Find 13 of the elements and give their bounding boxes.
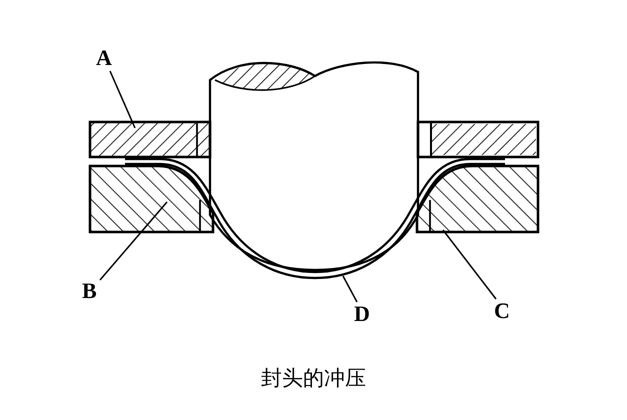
leader-line [109,70,136,128]
die [416,164,540,234]
leader-line [342,276,358,302]
part-label: A [96,47,112,69]
blank-holder [88,120,212,158]
leader-line [99,202,168,280]
caption: 封头的冲压 [260,365,367,392]
die [88,164,214,234]
leader-line [442,230,497,300]
part-label: D [354,303,370,325]
part-label: B [82,280,97,302]
part-label: C [494,300,510,322]
workpiece [124,158,506,280]
